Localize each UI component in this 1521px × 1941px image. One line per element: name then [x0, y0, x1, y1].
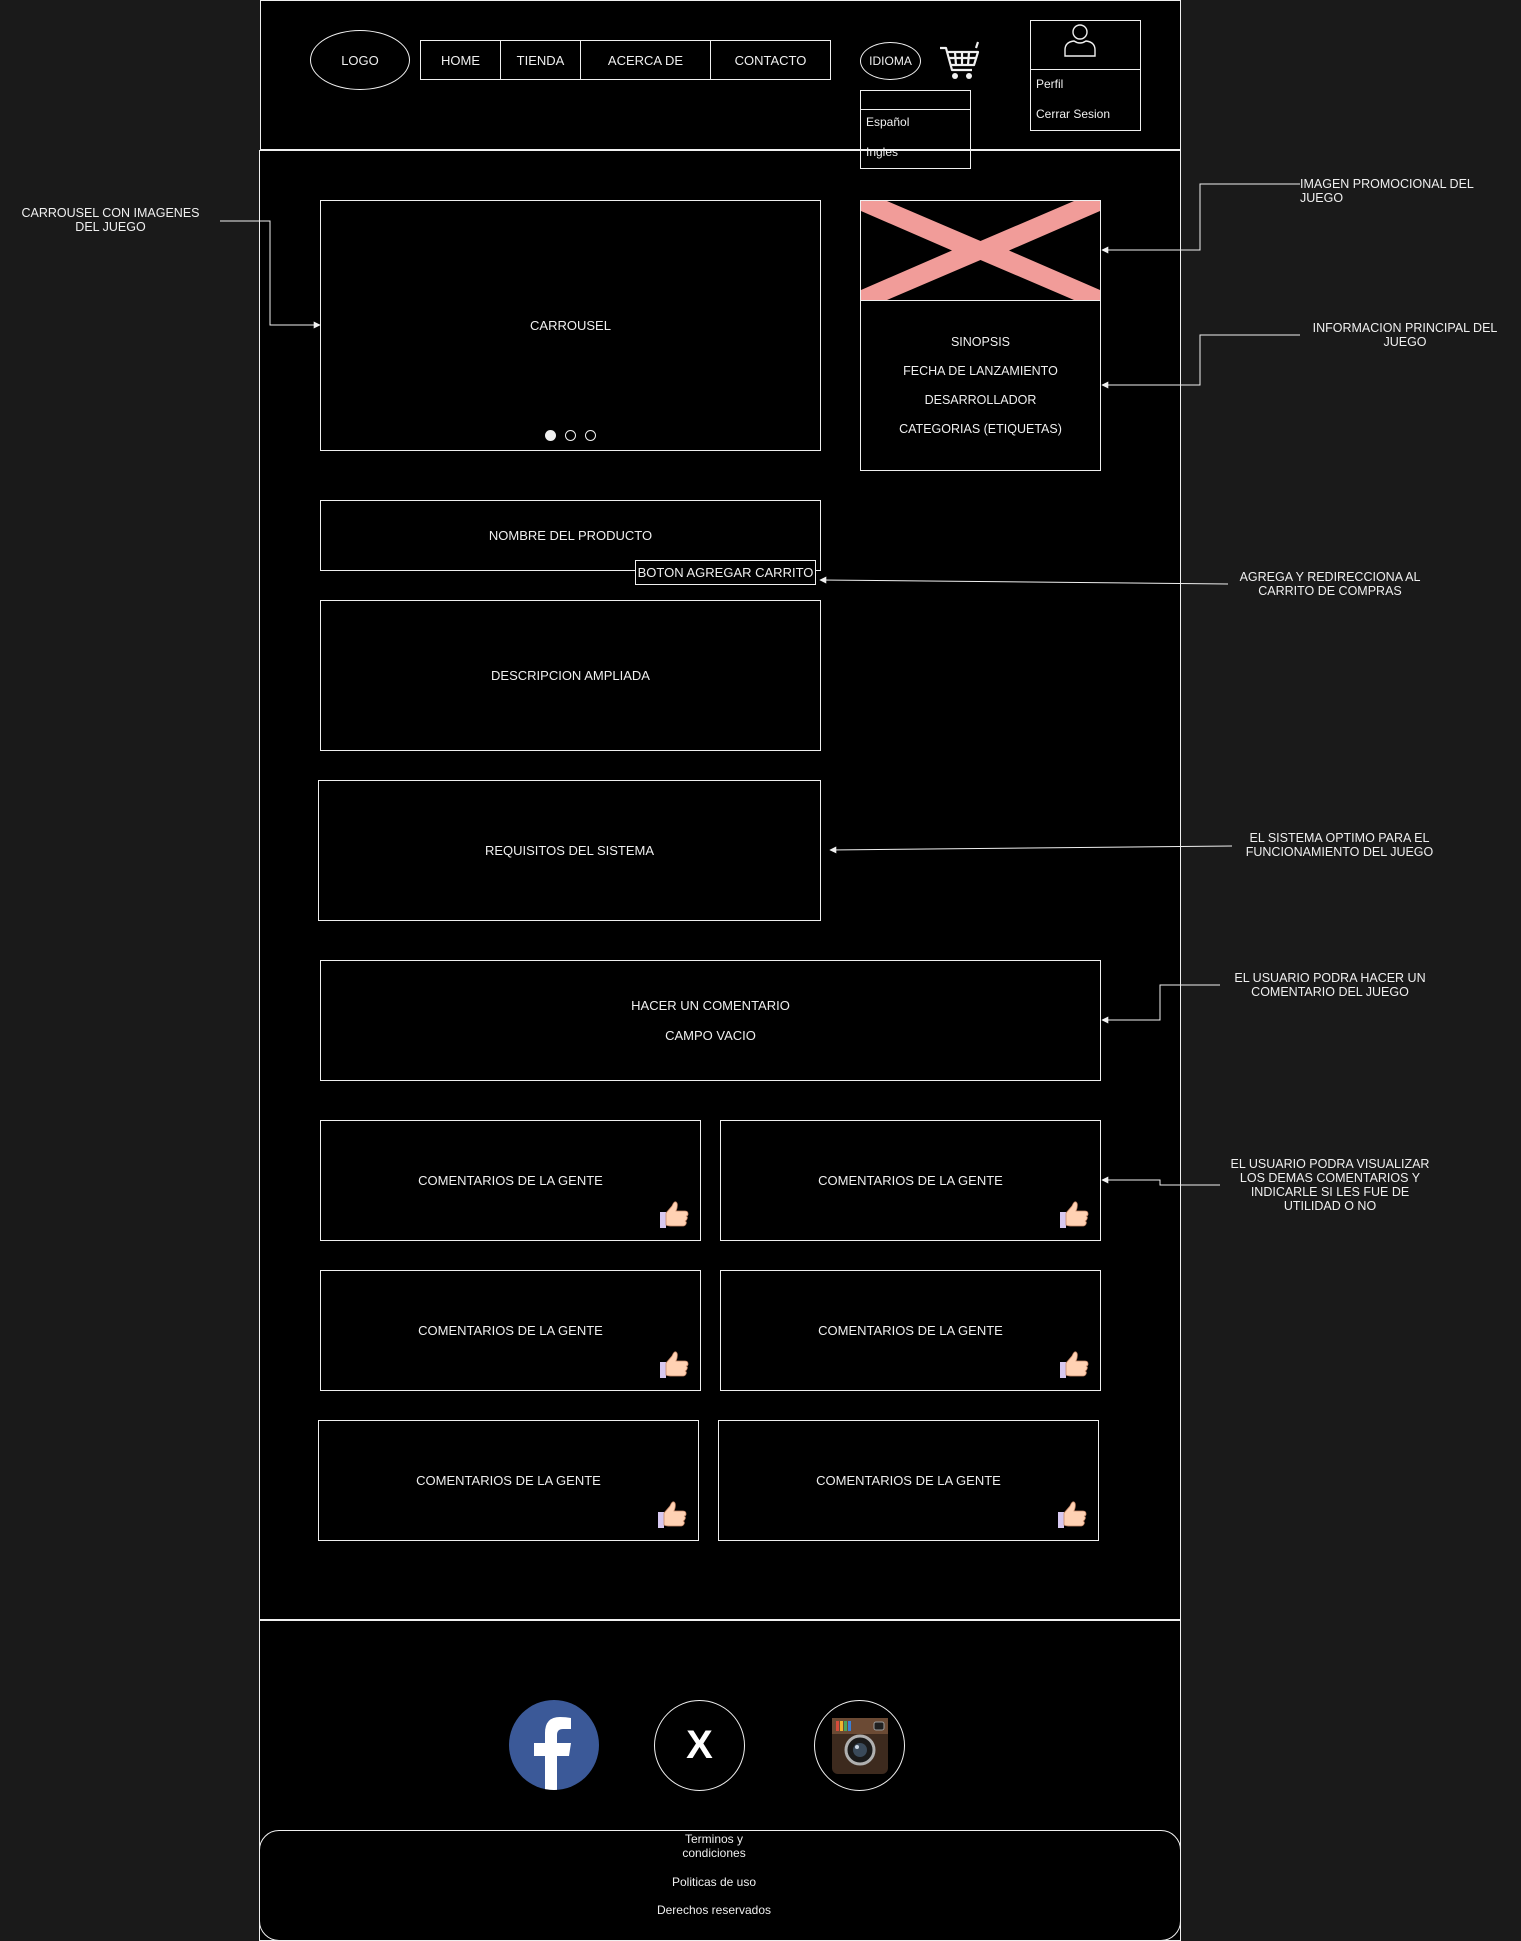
- extended-description-label: DESCRIPCION AMPLIADA: [491, 668, 650, 683]
- thumbs-up-icon[interactable]: [1056, 1498, 1088, 1530]
- carousel-dot-3[interactable]: [585, 430, 596, 441]
- comment-card-label: COMENTARIOS DE LA GENTE: [816, 1473, 1001, 1488]
- connector-cart: [819, 576, 1229, 585]
- nav-home-label: HOME: [441, 52, 480, 68]
- comment-input-placeholder: CAMPO VACIO: [665, 1028, 756, 1043]
- comment-card-label: COMENTARIOS DE LA GENTE: [818, 1323, 1003, 1338]
- connector-promo-image: [1101, 183, 1300, 254]
- info-developer: DESARROLLADOR: [924, 393, 1037, 407]
- x-icon[interactable]: X: [654, 1700, 745, 1791]
- logo[interactable]: LOGO: [310, 30, 410, 90]
- carousel-dot-1[interactable]: [545, 430, 556, 441]
- thumbs-up-icon[interactable]: [656, 1498, 688, 1530]
- carousel-label: CARROUSEL: [530, 318, 611, 333]
- comment-input[interactable]: HACER UN COMENTARIO CAMPO VACIO: [320, 960, 1101, 1081]
- facebook-icon[interactable]: [509, 1700, 599, 1790]
- language-dropdown: [860, 90, 971, 169]
- comment-card-label: COMENTARIOS DE LA GENTE: [418, 1173, 603, 1188]
- language-dropdown-divider: [860, 109, 971, 110]
- cart-icon[interactable]: [938, 38, 982, 82]
- footer-link-rights[interactable]: Derechos reservados: [656, 1903, 772, 1917]
- game-info-panel: SINOPSIS FECHA DE LANZAMIENTO DESARROLLA…: [860, 300, 1101, 471]
- language-button-label: IDIOMA: [869, 54, 912, 68]
- footer-link-policies[interactable]: Politicas de uso: [671, 1875, 757, 1889]
- extended-description: DESCRIPCION AMPLIADA: [320, 600, 821, 751]
- annotation-requirements: EL SISTEMA OPTIMO PARA EL FUNCIONAMIENTO…: [1245, 831, 1434, 859]
- product-name-label: NOMBRE DEL PRODUCTO: [488, 528, 653, 543]
- comment-card-label: COMENTARIOS DE LA GENTE: [818, 1173, 1003, 1188]
- connector-main-info: [1101, 334, 1300, 389]
- comment-input-title: HACER UN COMENTARIO: [631, 998, 790, 1013]
- nav-tienda-label: TIENDA: [516, 52, 565, 68]
- comment-card: COMENTARIOS DE LA GENTE: [720, 1120, 1101, 1241]
- comment-card-label: COMENTARIOS DE LA GENTE: [418, 1323, 603, 1338]
- add-to-cart-button[interactable]: BOTON AGREGAR CARRITO: [635, 560, 816, 585]
- comment-card: COMENTARIOS DE LA GENTE: [720, 1270, 1101, 1391]
- user-menu-divider: [1030, 69, 1141, 70]
- add-to-cart-label: BOTON AGREGAR CARRITO: [637, 565, 814, 580]
- x-icon-letter: X: [686, 1723, 713, 1767]
- system-requirements: REQUISITOS DEL SISTEMA: [318, 780, 821, 921]
- comment-card: COMENTARIOS DE LA GENTE: [318, 1420, 699, 1541]
- user-menu-cerrar-sesion[interactable]: Cerrar Sesion: [1036, 107, 1111, 121]
- comment-card-label: COMENTARIOS DE LA GENTE: [416, 1473, 601, 1488]
- thumbs-up-icon[interactable]: [658, 1198, 690, 1230]
- annotation-promo-image: IMAGEN PROMOCIONAL DEL JUEGO: [1300, 177, 1474, 205]
- product-name: NOMBRE DEL PRODUCTO: [320, 500, 821, 571]
- info-synopsis: SINOPSIS: [950, 335, 1011, 349]
- user-avatar-icon[interactable]: [1062, 22, 1098, 58]
- image-placeholder-icon: [861, 201, 1100, 300]
- footer-links: Terminos y condiciones Politicas de uso …: [640, 1832, 788, 1917]
- user-menu: [1030, 20, 1141, 131]
- annotation-comment: EL USUARIO PODRA HACER UN COMENTARIO DEL…: [1234, 971, 1426, 999]
- thumbs-up-icon[interactable]: [1058, 1198, 1090, 1230]
- info-categories: CATEGORIAS (ETIQUETAS): [899, 422, 1062, 436]
- annotation-cart: AGREGA Y REDIRECCIONA AL CARRITO DE COMP…: [1239, 570, 1421, 598]
- comment-card: COMENTARIOS DE LA GENTE: [320, 1270, 701, 1391]
- info-release-date: FECHA DE LANZAMIENTO: [903, 364, 1058, 378]
- connector-view-comments: [1101, 1176, 1220, 1186]
- header-frame: [260, 0, 1181, 150]
- comment-card: COMENTARIOS DE LA GENTE: [320, 1120, 701, 1241]
- comment-card: COMENTARIOS DE LA GENTE: [718, 1420, 1099, 1541]
- logo-label: LOGO: [341, 52, 379, 68]
- language-option-espanol[interactable]: Español: [866, 115, 910, 129]
- language-option-ingles[interactable]: Ingles: [866, 145, 899, 159]
- nav-contacto-label: CONTACTO: [734, 52, 807, 68]
- instagram-icon[interactable]: [814, 1700, 905, 1791]
- user-menu-perfil[interactable]: Perfil: [1036, 77, 1064, 91]
- annotation-carousel: CARROUSEL CON IMAGENES DEL JUEGO: [21, 206, 200, 234]
- nav-contacto[interactable]: CONTACTO: [710, 40, 831, 80]
- carousel-dot-2[interactable]: [565, 430, 576, 441]
- annotation-main-info: INFORMACION PRINCIPAL DEL JUEGO: [1312, 321, 1498, 349]
- thumbs-up-icon[interactable]: [1058, 1348, 1090, 1380]
- footer-link-terms[interactable]: Terminos y condiciones: [682, 1832, 746, 1860]
- connector-requirements: [829, 845, 1233, 854]
- connector-carousel: [220, 220, 321, 329]
- thumbs-up-icon[interactable]: [658, 1348, 690, 1380]
- system-requirements-label: REQUISITOS DEL SISTEMA: [484, 843, 655, 858]
- connector-comment: [1101, 984, 1220, 1024]
- nav-acerca-de-label: ACERCA DE: [607, 52, 684, 68]
- language-button[interactable]: IDIOMA: [860, 42, 921, 80]
- annotation-view-comments: EL USUARIO PODRA VISUALIZAR LOS DEMAS CO…: [1230, 1157, 1430, 1213]
